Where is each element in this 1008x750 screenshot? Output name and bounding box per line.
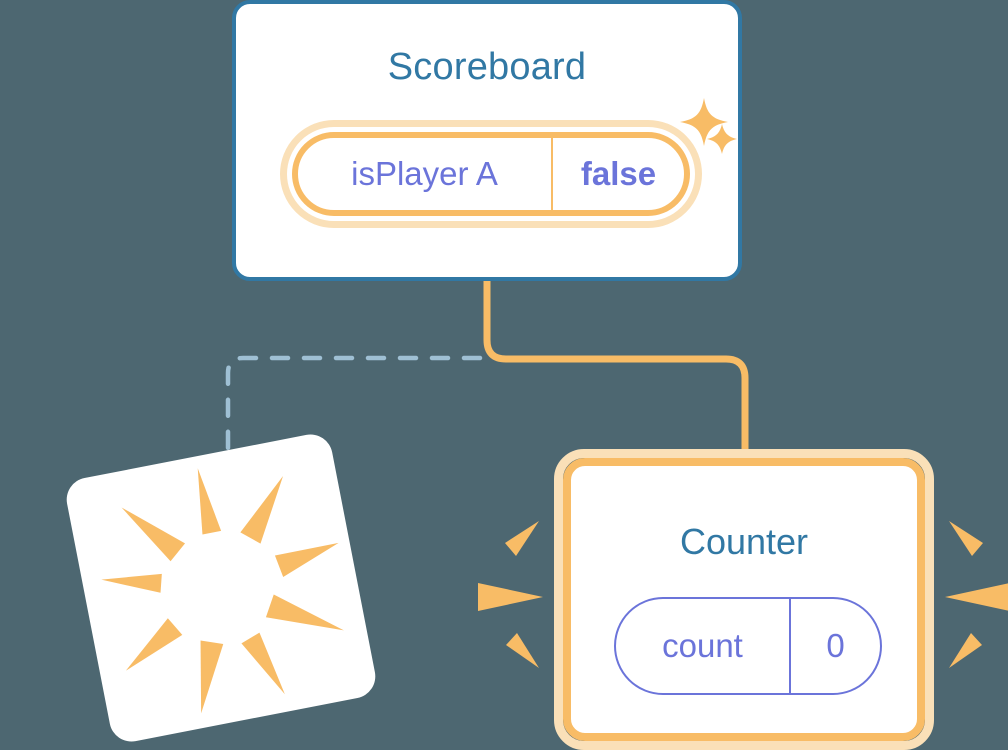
scoreboard-state-value: false xyxy=(580,155,657,192)
counter-state-pill[interactable]: count 0 xyxy=(614,597,882,695)
counter-state-key: count xyxy=(616,599,791,693)
counter-rays-right xyxy=(945,521,1008,668)
burst-rays-icon xyxy=(101,468,344,714)
counter-title: Counter xyxy=(679,521,809,562)
sparkle-small-icon xyxy=(707,124,737,154)
scoreboard-card[interactable]: Scoreboard isPlayer A false xyxy=(232,0,742,281)
scoreboard-state-key: isPlayer A xyxy=(298,138,553,210)
counter-card-inner: Counter count 0 xyxy=(563,458,925,741)
counter-card[interactable]: Counter count 0 xyxy=(554,449,934,750)
connector-dashed-scoreboard-to-burst xyxy=(225,355,483,503)
connector-solid-scoreboard-to-counter xyxy=(483,277,749,466)
counter-rays-left xyxy=(478,521,543,668)
burst-card xyxy=(62,430,380,746)
scoreboard-state-pill[interactable]: isPlayer A false xyxy=(280,120,702,228)
scoreboard-state-pill-inner: isPlayer A false xyxy=(292,132,690,216)
scoreboard-title: Scoreboard xyxy=(387,46,587,88)
sparkle-large-icon xyxy=(680,98,728,146)
counter-state-value: 0 xyxy=(826,627,845,664)
